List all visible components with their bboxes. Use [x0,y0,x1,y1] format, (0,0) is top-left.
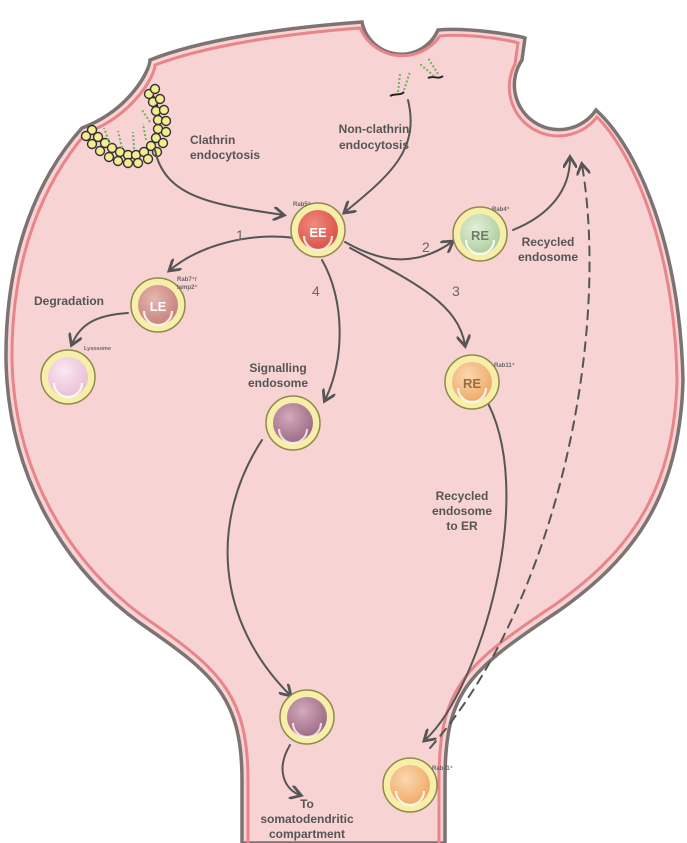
to-soma-label-2: somatodendritic [260,812,354,826]
vesicle-re-mid: RE [445,355,499,409]
vesicle-signalling-bottom [280,690,334,744]
to-soma-label-1: To [300,797,314,811]
re-top-label: RE [471,228,489,243]
ee-marker: Rab5⁺ [293,201,311,208]
re-bottom-marker: Rab11⁺ [432,765,453,772]
clathrin-label-2: endocytosis [190,148,260,162]
pathway-number-3: 3 [452,283,460,299]
degradation-label: Degradation [34,294,104,308]
le-marker-2: lamp2⁺ [177,284,198,291]
signalling-label-2: endosome [248,376,308,390]
clathrin-label-1: Clathrin [190,133,235,147]
nonclathrin-label-2: endocytosis [339,138,409,152]
recycled-to-er-label-2: endosome [432,504,492,518]
recycled-endosome-label-1: Recycled [522,235,575,249]
recycled-to-er-label-1: Recycled [436,489,489,503]
vesicle-signalling [266,396,320,450]
vesicle-re-bottom [383,758,437,812]
re-top-marker: Rab4⁺ [492,206,510,213]
vesicle-ee: EE [291,203,345,257]
re-mid-label: RE [463,376,481,391]
le-marker-1: Rab7⁺/ [177,276,197,283]
ee-label: EE [309,225,327,240]
signalling-label-1: Signalling [249,361,306,375]
vesicle-lysosome [41,350,95,404]
le-label: LE [150,299,167,314]
recycled-to-er-label-3: to ER [446,519,478,533]
pathway-number-2: 2 [422,239,430,255]
lysosome-marker: Lysosome [84,346,111,352]
to-soma-label-3: compartment [269,827,345,841]
pathway-number-1: 1 [236,227,244,243]
recycled-endosome-label-2: endosome [518,250,578,264]
re-mid-marker: Rab11⁺ [494,362,515,369]
nonclathrin-label-1: Non-clathrin [339,122,410,136]
vesicle-re-top: RE [453,207,507,261]
pathway-number-4: 4 [312,283,320,299]
